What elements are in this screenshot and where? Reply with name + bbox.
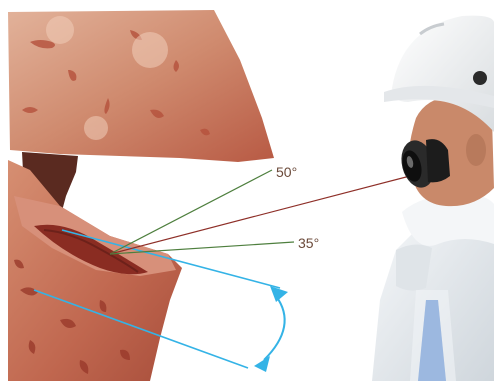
helmet-badge xyxy=(473,71,487,85)
angle-label-35: 35° xyxy=(298,235,319,251)
red-line-view xyxy=(110,176,410,254)
rock-specimen xyxy=(8,10,274,381)
viewing-lines: 50° 35° xyxy=(110,164,410,254)
angle-label-50: 50° xyxy=(276,164,297,180)
observer-figure xyxy=(372,16,494,381)
ear xyxy=(466,134,486,166)
green-line-50 xyxy=(110,170,272,254)
arrow-head-bottom xyxy=(254,356,270,372)
rotation-arrow-icon xyxy=(264,296,285,360)
